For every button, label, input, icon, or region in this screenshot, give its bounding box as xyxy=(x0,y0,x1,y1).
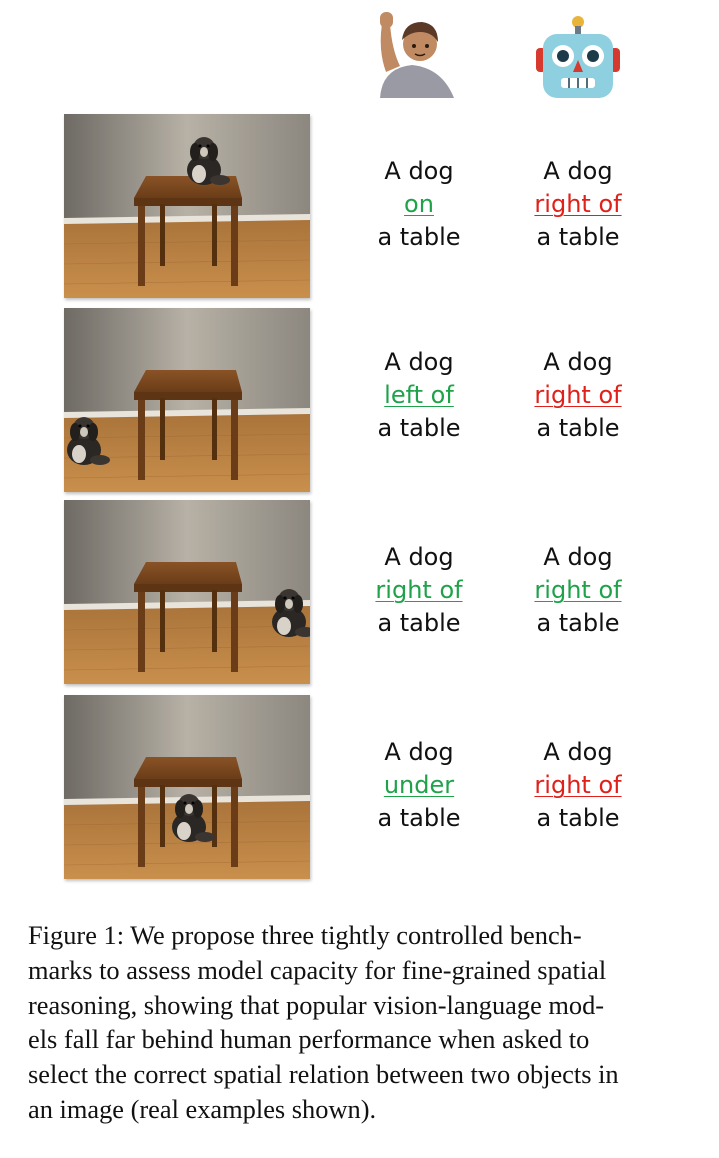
subject-text: A dog xyxy=(384,157,454,185)
model-answer-3: A dog right of a table xyxy=(503,541,653,640)
model-answer-2: A dog right of a table xyxy=(503,346,653,445)
model-answer-4: A dog right of a table xyxy=(503,736,653,835)
robot-face-icon xyxy=(533,14,623,104)
caption-line: Figure 1: We propose three tightly contr… xyxy=(28,920,582,950)
human-answer-4: A dog under a table xyxy=(344,736,494,835)
object-text: a table xyxy=(377,223,461,251)
relation-text: right of xyxy=(534,771,622,799)
person-raising-hand-icon xyxy=(372,10,462,100)
human-answer-1: A dog on a table xyxy=(344,155,494,254)
subject-text: A dog xyxy=(384,348,454,376)
photo-dog-on-table xyxy=(64,114,310,298)
relation-text: left of xyxy=(384,381,454,409)
caption-line: marks to assess model capacity for fine-… xyxy=(28,954,607,985)
relation-text: right of xyxy=(534,576,622,604)
relation-text: right of xyxy=(534,381,622,409)
object-text: a table xyxy=(377,804,461,832)
human-answer-3: A dog right of a table xyxy=(344,541,494,640)
object-text: a table xyxy=(536,223,620,251)
object-text: a table xyxy=(377,414,461,442)
photo-dog-under-table xyxy=(64,695,310,879)
relation-text: on xyxy=(404,190,434,218)
photo-dog-left-of-table xyxy=(64,308,310,492)
relation-text: right of xyxy=(534,190,622,218)
figure-caption: Figure 1: We propose three tightly contr… xyxy=(28,918,672,1127)
caption-line: an image (real examples shown). xyxy=(28,1093,377,1124)
subject-text: A dog xyxy=(384,738,454,766)
subject-text: A dog xyxy=(543,157,613,185)
model-answer-1: A dog right of a table xyxy=(503,155,653,254)
caption-line: reasoning, showing that popular vision-l… xyxy=(28,989,605,1020)
object-text: a table xyxy=(536,609,620,637)
relation-text: right of xyxy=(375,576,463,604)
object-text: a table xyxy=(536,804,620,832)
human-answer-2: A dog left of a table xyxy=(344,346,494,445)
object-text: a table xyxy=(377,609,461,637)
subject-text: A dog xyxy=(384,543,454,571)
photo-dog-right-of-table xyxy=(64,500,310,684)
subject-text: A dog xyxy=(543,348,613,376)
caption-line: select the correct spatial relation betw… xyxy=(28,1059,619,1090)
caption-line: els fall far behind human performance wh… xyxy=(28,1024,590,1055)
subject-text: A dog xyxy=(543,738,613,766)
relation-text: under xyxy=(383,771,455,799)
object-text: a table xyxy=(536,414,620,442)
subject-text: A dog xyxy=(543,543,613,571)
